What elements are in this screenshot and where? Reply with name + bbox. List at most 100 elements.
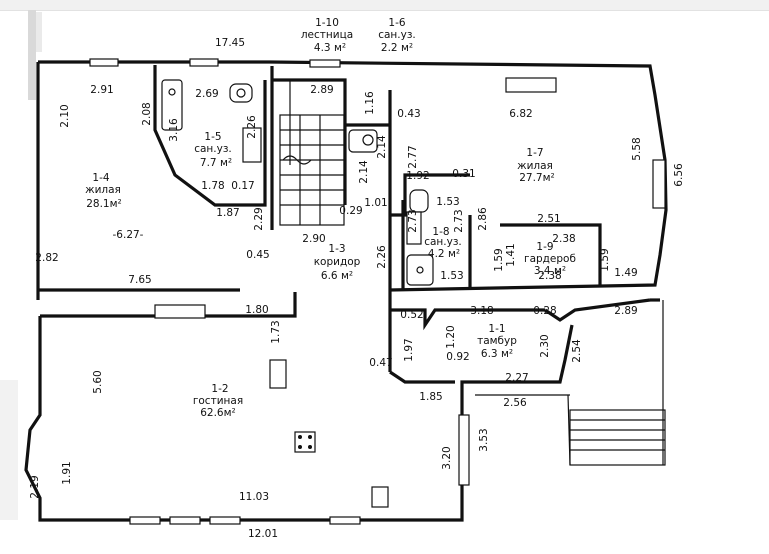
dimension-label: 0.45 <box>246 249 269 261</box>
room-area: 4.2 м² <box>428 248 460 260</box>
dimension-label: 2.82 <box>35 252 58 264</box>
dimension-label: 0.92 <box>446 351 469 363</box>
dimension-label: 1.20 <box>445 325 457 348</box>
dimension-label: 2.56 <box>503 397 527 409</box>
room-area: 2.2 м² <box>381 42 413 54</box>
dimension-label: 6.56 <box>673 163 685 187</box>
dimension-label: -6.27- <box>113 229 144 241</box>
dimension-label: 17.45 <box>215 37 245 49</box>
room-name: сан.уз. <box>194 143 232 155</box>
dimension-label: 2.90 <box>302 233 325 245</box>
room-name: гостиная <box>193 395 243 407</box>
entrance-steps <box>475 300 666 466</box>
dimension-label: 2.27 <box>505 372 528 384</box>
room-name: жилая <box>517 160 553 172</box>
dimension-label: 1.85 <box>419 391 442 403</box>
dimension-label: 2.30 <box>539 334 551 357</box>
dimension-label: 2.38 <box>552 233 575 245</box>
room-area: 62.6м² <box>200 407 236 419</box>
dimension-label: 3.53 <box>478 428 490 451</box>
scan-noise <box>0 10 42 520</box>
dimension-label: 2.86 <box>477 207 489 231</box>
dimension-label: 2.26 <box>376 245 388 269</box>
dimension-label: 0.47 <box>369 357 392 369</box>
room-id: 1-10 <box>315 17 339 29</box>
dimension-label: 2.14 <box>358 160 370 184</box>
dimension-label: 2.14 <box>376 135 388 159</box>
dimension-label: 0.52 <box>400 309 423 321</box>
dimension-label: 2.89 <box>614 305 637 317</box>
room-id: 1-3 <box>328 243 345 255</box>
dimension-label: 1.91 <box>61 461 73 484</box>
dimension-label: 1.78 <box>201 180 224 192</box>
room-id: 1-4 <box>92 172 109 184</box>
dimension-label: 0.31 <box>452 168 475 180</box>
dimension-label: 2.29 <box>253 207 265 230</box>
room-name: гардероб <box>524 253 576 265</box>
dimension-label: 5.58 <box>631 137 643 160</box>
room-1-8: 1-8 сан.уз. 4.2 м² <box>424 226 462 260</box>
dimension-label: 6.82 <box>509 108 532 120</box>
room-1-1: 1-1 тамбур 6.3 м² <box>477 323 517 360</box>
room-name: сан.уз. <box>424 236 462 248</box>
room-id: 1-7 <box>526 147 543 159</box>
room-labels: 1-10 лестница 4.3 м² 1-6 сан.уз. 2.2 м² … <box>85 17 576 419</box>
room-area: 3.4 м² <box>534 265 566 277</box>
room-1-9: 1-9 гардероб 3.4 м² <box>524 241 576 277</box>
room-area: 4.3 м² <box>314 42 346 54</box>
dimension-label: 12.01 <box>248 528 278 540</box>
room-name: сан.уз. <box>378 29 416 41</box>
dimension-label: 2.73 <box>407 209 419 232</box>
dimension-label: 2.69 <box>195 88 218 100</box>
dimension-label: 2.73 <box>453 209 465 232</box>
dimension-label: 1.41 <box>505 243 517 266</box>
room-1-3: 1-3 коридор 6.6 м² <box>314 243 361 282</box>
dimension-label: 1.87 <box>216 207 239 219</box>
room-1-5: 1-5 сан.уз. 7.7 м² <box>194 131 232 169</box>
dimension-label: 0.28 <box>533 305 556 317</box>
dimension-label: 1.92 <box>406 170 429 182</box>
dimension-label: 5.60 <box>92 370 104 393</box>
room-id: 1-5 <box>204 131 221 143</box>
dimension-label: 1.59 <box>493 248 505 271</box>
dimension-label: 1.80 <box>245 304 268 316</box>
dimension-label: 2.91 <box>90 84 113 96</box>
dimension-label: 2.51 <box>537 213 560 225</box>
room-1-7: 1-7 жилая 27.7м² <box>517 147 555 184</box>
dimension-label: 2.08 <box>141 102 153 125</box>
dimension-label: 0.43 <box>397 108 420 120</box>
room-area: 28.1м² <box>86 198 122 210</box>
room-name: жилая <box>85 184 121 196</box>
room-id: 1-8 <box>432 226 449 238</box>
dimension-label: 1.53 <box>436 196 459 208</box>
dimension-label: 2.19 <box>29 475 41 498</box>
dimension-label: 3.20 <box>441 446 453 469</box>
dimension-label: 2.89 <box>310 84 333 96</box>
interior-walls <box>153 65 651 384</box>
dimension-label: 1.53 <box>440 270 463 282</box>
room-area: 27.7м² <box>519 172 555 184</box>
room-id: 1-9 <box>536 241 553 253</box>
dimension-label: 2.54 <box>571 339 583 363</box>
dimension-label: 1.59 <box>599 248 611 271</box>
staircase <box>279 80 345 226</box>
dimension-label: 3.16 <box>168 118 180 142</box>
dimension-label: 0.29 <box>339 205 362 217</box>
room-area: 6.3 м² <box>481 348 513 360</box>
room-1-6: 1-6 сан.уз. 2.2 м² <box>378 17 416 54</box>
dimension-label: 2.77 <box>407 145 419 168</box>
room-id: 1-2 <box>211 383 228 395</box>
dimension-label: 7.65 <box>128 274 151 286</box>
dimension-label: 1.97 <box>403 338 415 361</box>
dimension-label: 1.49 <box>614 267 637 279</box>
dimension-label: 2.10 <box>59 104 71 127</box>
room-id: 1-1 <box>488 323 505 335</box>
dimension-label: 2.38 <box>538 270 561 282</box>
room-id: 1-6 <box>388 17 405 29</box>
room-name: тамбур <box>477 335 517 347</box>
dimension-label: 1.01 <box>364 197 387 209</box>
room-name: лестница <box>301 29 353 41</box>
viewer-top-bar <box>0 0 769 11</box>
